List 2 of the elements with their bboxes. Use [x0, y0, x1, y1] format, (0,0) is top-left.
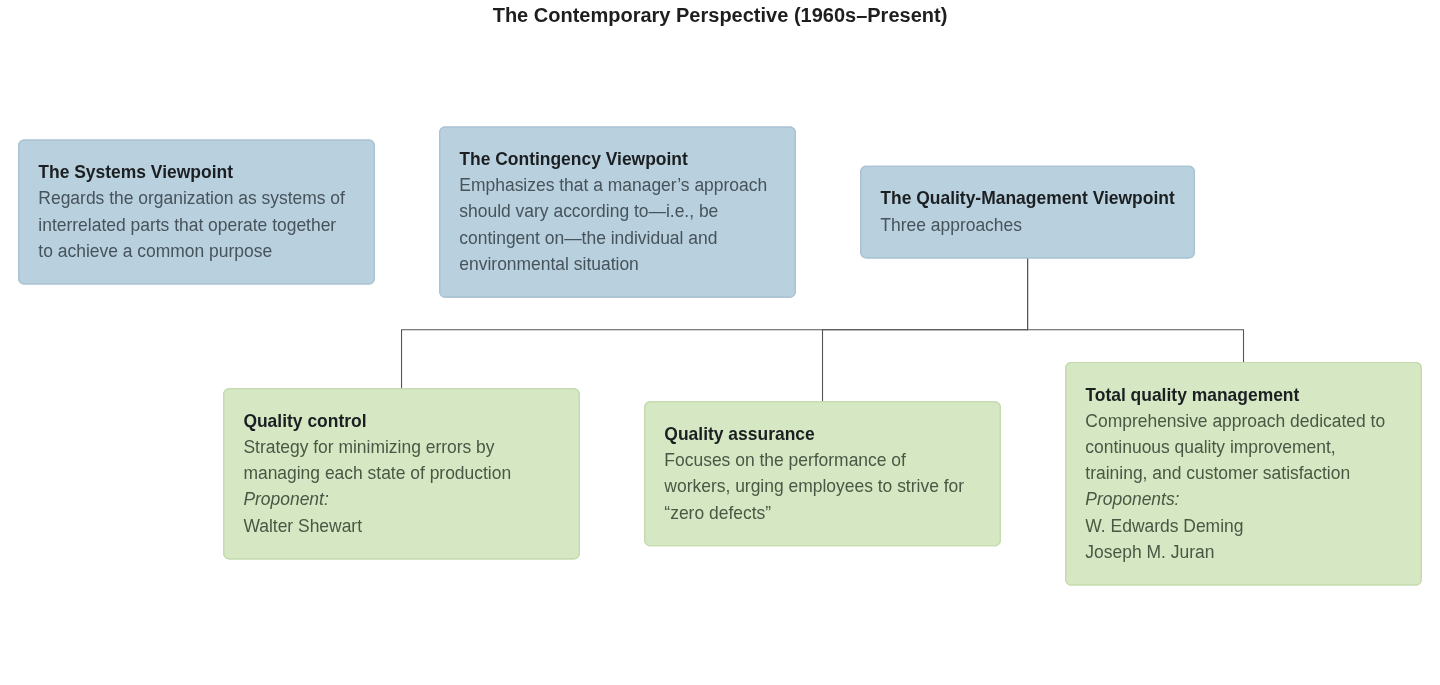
connector [1027, 257, 1245, 364]
diagram-title: The Contemporary Perspective (1960s–Present) [492, 4, 948, 27]
